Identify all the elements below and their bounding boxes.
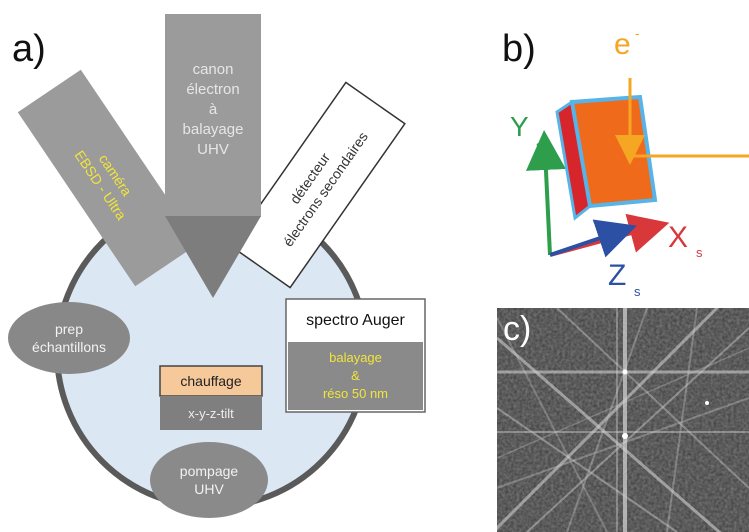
auger-sub-line-2: &	[351, 368, 360, 383]
electron-label: e	[614, 28, 631, 61]
auger-title: spectro Auger	[306, 312, 405, 329]
axis-z-sub: s	[634, 284, 641, 299]
auger-scan-box	[288, 342, 423, 410]
gun-line-5: UHV	[197, 141, 229, 158]
gun-line-3: à	[208, 101, 218, 118]
stage-label: x-y-z-tilt	[188, 405, 234, 421]
auger-sub-line-3: réso 50 nm	[322, 386, 389, 401]
axis-y-arrow	[525, 130, 566, 256]
electron-gun-tip	[165, 216, 261, 298]
detector-arm	[230, 81, 406, 289]
stage-box	[160, 396, 262, 430]
camera-arm	[17, 69, 199, 287]
axis-y-sub: s	[536, 138, 543, 153]
kikuchi-pattern-image	[497, 308, 749, 532]
electron-gun-body	[165, 14, 261, 217]
pump	[150, 442, 268, 518]
pump-line-1: pompage	[179, 463, 239, 479]
axis-z-label: Z	[608, 259, 626, 292]
electron-sup: -	[635, 25, 640, 41]
gun-line-1: canon	[192, 61, 234, 78]
prep-chamber	[8, 302, 130, 374]
sample-front-face	[569, 94, 658, 209]
axis-x-label: X	[668, 221, 688, 254]
auger-sub-label: balayage & réso 50 nm	[288, 344, 423, 408]
pump-line-2: UHV	[194, 481, 224, 497]
heating-box	[159, 365, 263, 397]
panel-b-label: b)	[502, 28, 536, 70]
electron-gun-label: canon électron à balayage UHV	[165, 40, 261, 180]
pump-label: pompage UHV	[150, 455, 268, 505]
chamber-diagram	[8, 14, 426, 518]
sample-geometry-diagram: e - Y s X s Z s	[510, 25, 749, 299]
axis-y-label: Y	[510, 111, 529, 142]
auger-sub-line-1: balayage	[329, 350, 382, 365]
gun-line-4: balayage	[182, 121, 244, 138]
heating-label: chauffage	[180, 373, 242, 389]
gun-line-2: électron	[186, 81, 240, 98]
kikuchi-bands	[497, 308, 749, 532]
prep-line-2: échantillons	[32, 339, 106, 355]
panel-a-label: a)	[12, 28, 46, 70]
axis-x-sub: s	[696, 245, 703, 260]
prep-line-1: prep	[54, 321, 84, 337]
panel-c-label: c)	[503, 310, 532, 348]
prep-label: prep échantillons	[8, 312, 130, 364]
axis-z-arrow	[549, 219, 637, 258]
